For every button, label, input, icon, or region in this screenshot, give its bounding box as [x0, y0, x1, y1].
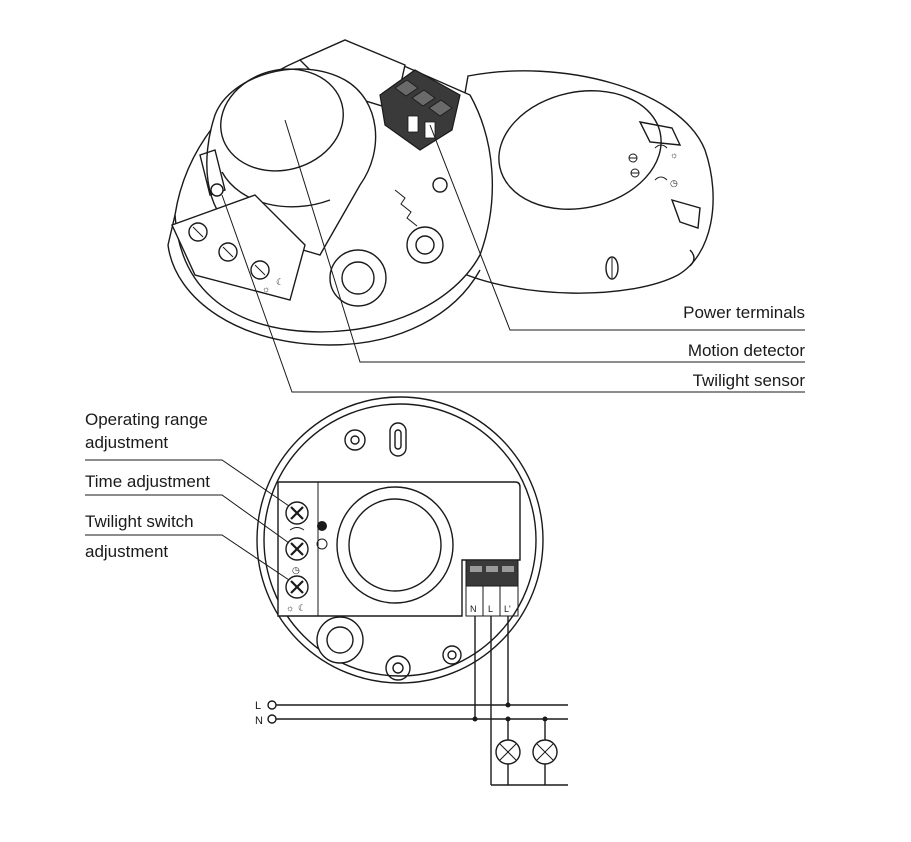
front-lens-inner	[348, 498, 442, 592]
leader-twilight	[85, 534, 290, 581]
line-terminal	[267, 700, 277, 710]
label-operating-range-line1: Operating range	[85, 410, 208, 429]
leader-power-terminals	[429, 124, 805, 331]
top-leader-lines	[221, 119, 805, 393]
led-indicator-2	[316, 538, 328, 550]
lamp-1	[495, 739, 521, 765]
label-operating-range-line2: adjustment	[85, 433, 168, 452]
neutral-terminal	[267, 714, 277, 724]
label-twilight-sensor: Twilight sensor	[693, 371, 806, 390]
time-knob[interactable]: ◷	[285, 537, 309, 575]
line-label: L	[255, 700, 261, 712]
label-twilight-switch-line1: Twilight switch	[85, 512, 194, 531]
front-lens-outer	[336, 486, 454, 604]
sensor-isometric-illustration: ☼ ◷ ☼ ☾	[167, 39, 714, 346]
left-leader-lines	[85, 459, 290, 581]
power-terminal-block	[379, 69, 461, 151]
sensor-module-box	[277, 481, 521, 617]
leader-twilight-sensor	[221, 194, 805, 393]
front-terminal-block: N L L'	[465, 559, 519, 617]
leader-motion-detector	[284, 119, 805, 363]
leader-time	[85, 494, 290, 544]
wiring-schematic: L N	[255, 616, 568, 786]
range-knob[interactable]	[285, 501, 309, 531]
sun-symbol-body: ☼	[262, 284, 270, 294]
leader-range	[85, 459, 290, 507]
label-motion-detector: Motion detector	[688, 341, 806, 360]
terminal-out-label: L'	[504, 604, 511, 614]
twilight-knob[interactable]: ☼ ☾	[285, 575, 309, 613]
label-time-adjustment: Time adjustment	[85, 472, 210, 491]
moon-symbol-body: ☾	[276, 277, 284, 287]
sensor-front-view: ◷ ☼ ☾ N L L'	[256, 396, 544, 684]
label-power-terminals: Power terminals	[683, 303, 805, 322]
sun-symbol-cover: ☼	[670, 150, 678, 160]
terminal-l-label: L	[488, 604, 493, 614]
clock-symbol-front: ◷	[292, 565, 300, 575]
terminal-n-label: N	[470, 604, 477, 614]
clock-symbol-cover: ◷	[670, 178, 678, 188]
moon-symbol-front: ☾	[298, 603, 306, 613]
lamp-2	[532, 739, 558, 765]
sun-symbol-front: ☼	[286, 603, 294, 613]
label-twilight-switch-line2: adjustment	[85, 542, 168, 561]
dome-lens	[220, 68, 344, 172]
led-indicator-1	[317, 521, 327, 531]
neutral-label: N	[255, 715, 263, 727]
base-inner-circle	[263, 403, 537, 677]
